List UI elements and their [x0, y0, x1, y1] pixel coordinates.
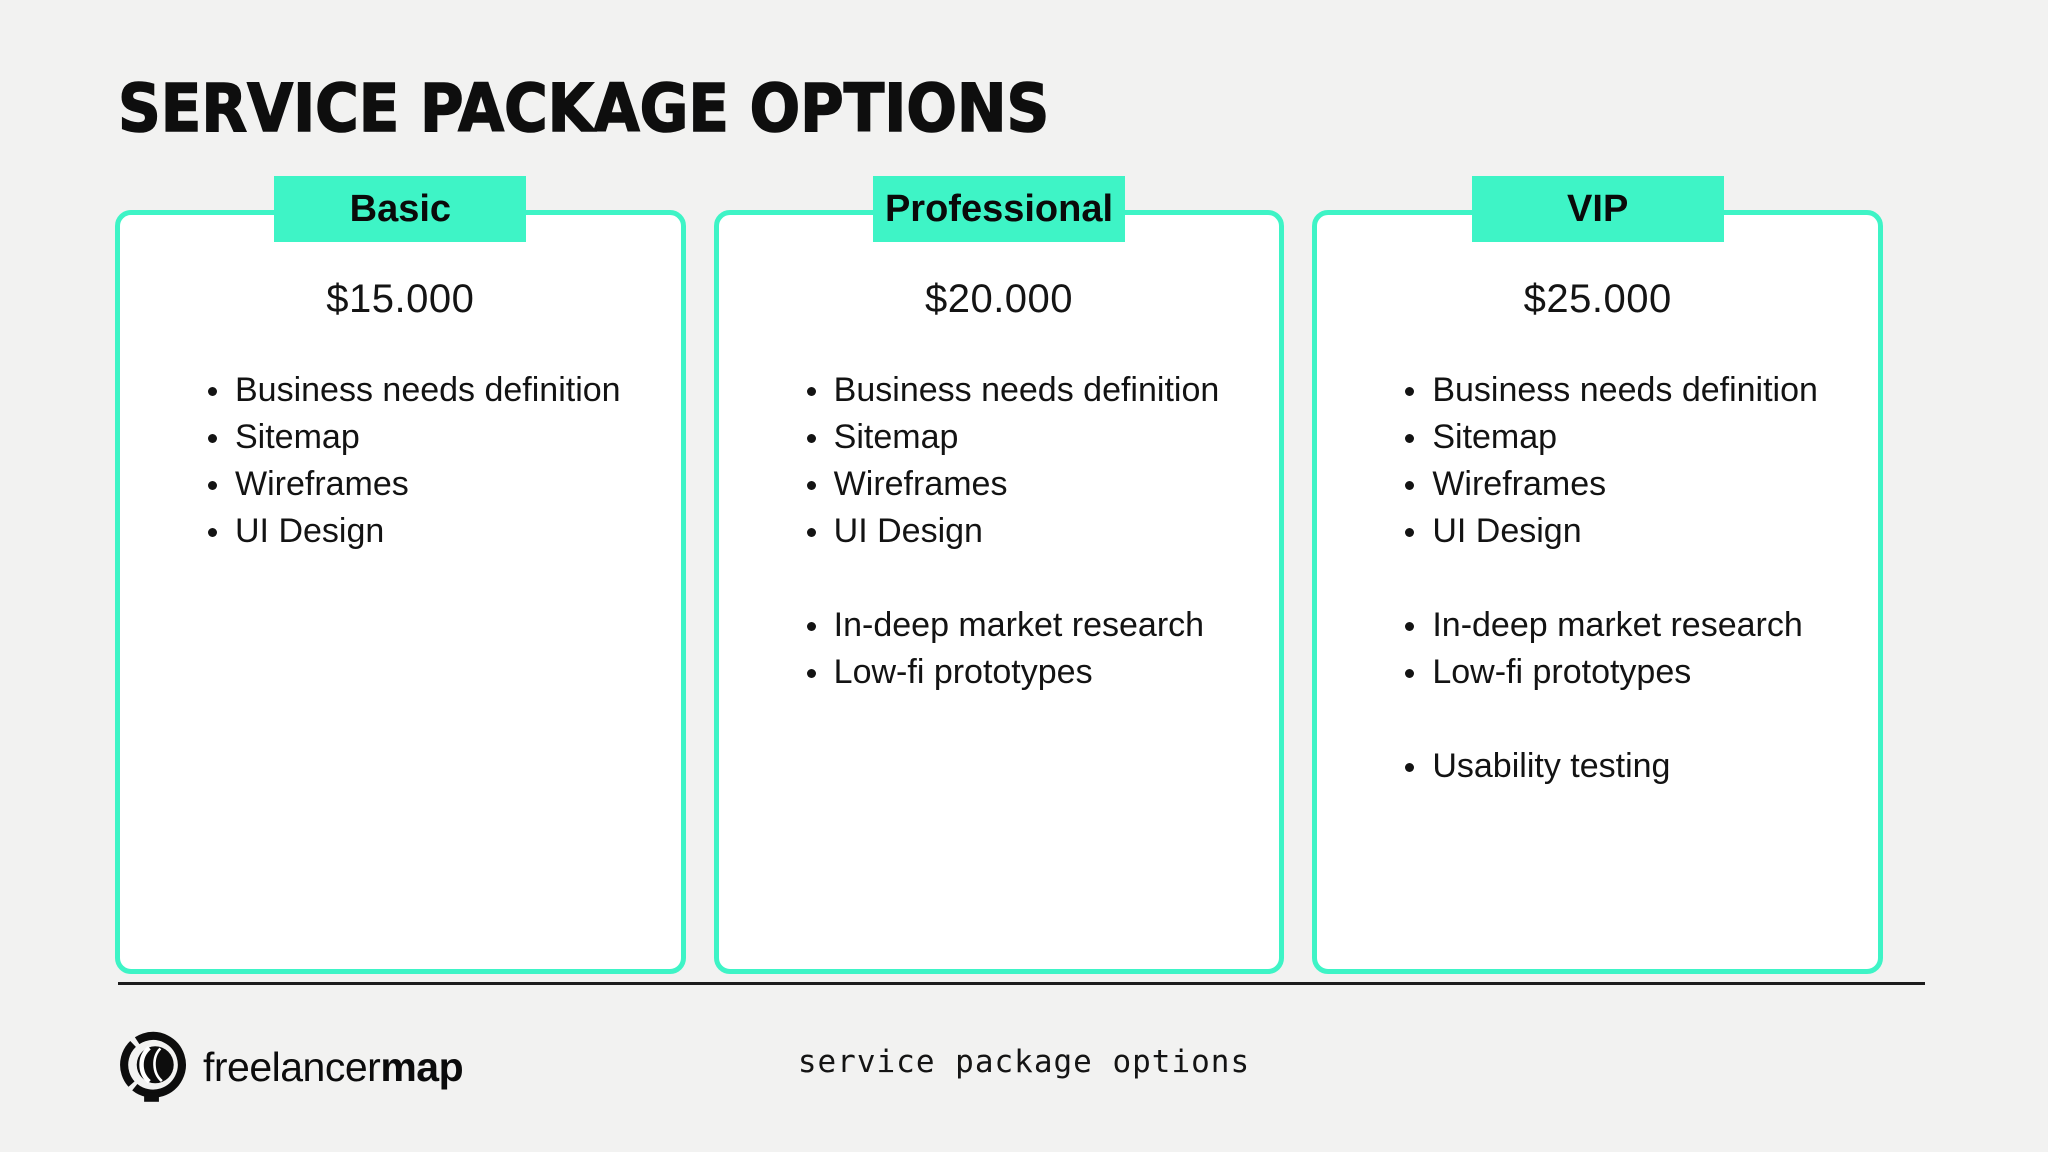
bullet-icon	[208, 387, 217, 396]
feature-item: Business needs definition	[1405, 367, 1848, 414]
bullet-icon	[806, 669, 816, 678]
feature-text: Business needs definition	[235, 371, 621, 409]
feature-text: Wireframes	[235, 465, 409, 503]
package-price: $25.000	[1523, 277, 1672, 321]
feature-item: Sitemap	[1405, 414, 1848, 461]
bullet-icon	[1405, 481, 1415, 490]
feature-item: Sitemap	[806, 414, 1250, 461]
package-price: $20.000	[924, 277, 1074, 321]
brand-wordmark-regular: freelancer	[203, 1043, 381, 1090]
slide-caption: service package options	[797, 1044, 1251, 1080]
feature-item: Wireframes	[1405, 461, 1848, 508]
feature-text: Usability testing	[1432, 747, 1671, 785]
package-price: $15.000	[326, 277, 475, 321]
package-tab: VIP	[1471, 176, 1724, 242]
bullet-icon	[1405, 528, 1415, 537]
feature-text: Wireframes	[833, 465, 1008, 503]
bullet-icon	[806, 481, 816, 490]
feature-item: UI Design	[1405, 508, 1848, 555]
feature-text: Business needs definition	[1432, 371, 1818, 409]
bullet-icon	[806, 434, 816, 443]
bullet-icon	[208, 528, 217, 537]
bullet-icon	[208, 434, 217, 443]
feature-text: Business needs definition	[833, 371, 1220, 409]
divider-line	[118, 982, 1925, 985]
bullet-icon	[806, 387, 816, 396]
feature-item: Wireframes	[208, 461, 651, 508]
feature-text: In-deep market research	[1432, 606, 1803, 644]
feature-text: Low-fi prototypes	[833, 653, 1093, 691]
feature-item: In-deep market research	[806, 602, 1250, 649]
feature-item: Wireframes	[806, 461, 1250, 508]
package-name: VIP	[1567, 187, 1629, 230]
feature-item: Business needs definition	[208, 367, 651, 414]
package-name: Professional	[884, 187, 1114, 230]
feature-text: Low-fi prototypes	[1432, 653, 1692, 691]
feature-item: UI Design	[806, 508, 1250, 555]
brand-wordmark: freelancermap	[203, 1043, 464, 1090]
bullet-icon	[1405, 434, 1415, 443]
feature-text: Sitemap	[833, 418, 959, 456]
feature-group-gap	[1405, 555, 1848, 602]
feature-item: Low-fi prototypes	[806, 649, 1250, 696]
package-name: Basic	[349, 187, 452, 230]
feature-text: UI Design	[1432, 512, 1582, 550]
feature-text: Sitemap	[235, 418, 360, 456]
feature-item: Usability testing	[1405, 743, 1848, 790]
bullet-icon	[806, 528, 816, 537]
feature-item: Low-fi prototypes	[1405, 649, 1848, 696]
feature-text: UI Design	[833, 512, 983, 550]
feature-item: Business needs definition	[806, 367, 1250, 414]
package-tab: Basic	[274, 176, 527, 242]
bullet-icon	[1405, 622, 1415, 631]
bullet-icon	[806, 622, 816, 631]
bullet-icon	[1405, 387, 1415, 396]
page-title: SERVICE PACKAGE OPTIONS	[117, 70, 1050, 147]
freelancermap-logo-icon	[120, 1031, 186, 1102]
brand: freelancermap	[116, 1030, 464, 1104]
feature-text: Sitemap	[1432, 418, 1558, 456]
feature-item: UI Design	[208, 508, 651, 555]
brand-wordmark-bold: map	[380, 1043, 464, 1090]
feature-group-gap	[1405, 696, 1848, 743]
feature-item: Sitemap	[208, 414, 651, 461]
bullet-icon	[1405, 763, 1415, 772]
bullet-icon	[208, 481, 217, 490]
feature-group-gap	[807, 555, 1250, 602]
feature-text: UI Design	[235, 512, 385, 550]
feature-text: In-deep market research	[833, 606, 1205, 644]
bullet-icon	[1405, 669, 1415, 678]
feature-text: Wireframes	[1432, 465, 1607, 503]
package-tab: Professional	[873, 176, 1125, 242]
feature-item: In-deep market research	[1405, 602, 1848, 649]
